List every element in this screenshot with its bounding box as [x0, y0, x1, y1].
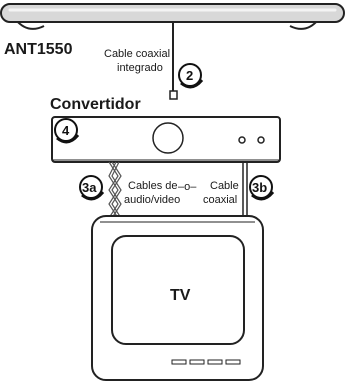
callout-step-3b-number: 3b	[252, 180, 267, 195]
av-cables-label-line2: audio/video	[124, 194, 180, 206]
integrated-coax-cable	[169, 22, 178, 100]
tv-button-1	[171, 359, 187, 365]
converter-led-1	[238, 136, 246, 144]
television	[91, 215, 264, 381]
callout-step-3a-number: 3a	[82, 180, 97, 195]
tv-button-3	[207, 359, 223, 365]
av-cables-label-line1: Cables de	[128, 180, 178, 192]
integrated-cable-label-line2: integrado	[117, 62, 163, 74]
antenna-body	[0, 3, 345, 23]
converter-knob	[152, 122, 184, 154]
coax-cable-label-line2: coaxial	[203, 194, 237, 206]
av-cables	[108, 161, 122, 219]
coax-cable-label-line1: Cable	[210, 180, 239, 192]
callout-step-2: 2	[178, 63, 204, 89]
callout-step-2-number: 2	[186, 68, 193, 83]
callout-step-4-number: 4	[62, 123, 70, 138]
callout-step-3a: 3a	[79, 175, 105, 201]
tv-label: TV	[170, 287, 191, 304]
callout-step-4: 4	[54, 118, 80, 144]
converter-led-2	[257, 136, 265, 144]
converter-box	[51, 116, 281, 163]
antenna	[0, 3, 345, 30]
callout-step-3b: 3b	[249, 175, 275, 201]
antenna-model-label: ANT1550	[4, 41, 73, 58]
coax-plug	[169, 90, 178, 100]
tv-button-4	[225, 359, 241, 365]
tv-button-2	[189, 359, 205, 365]
coax-cable-to-tv	[242, 162, 248, 218]
converter-title: Convertidor	[50, 96, 141, 113]
connector-symbol: –o–	[178, 181, 197, 193]
integrated-cable-label-line1: Cable coaxial	[104, 48, 170, 60]
tv-screen	[111, 235, 245, 345]
